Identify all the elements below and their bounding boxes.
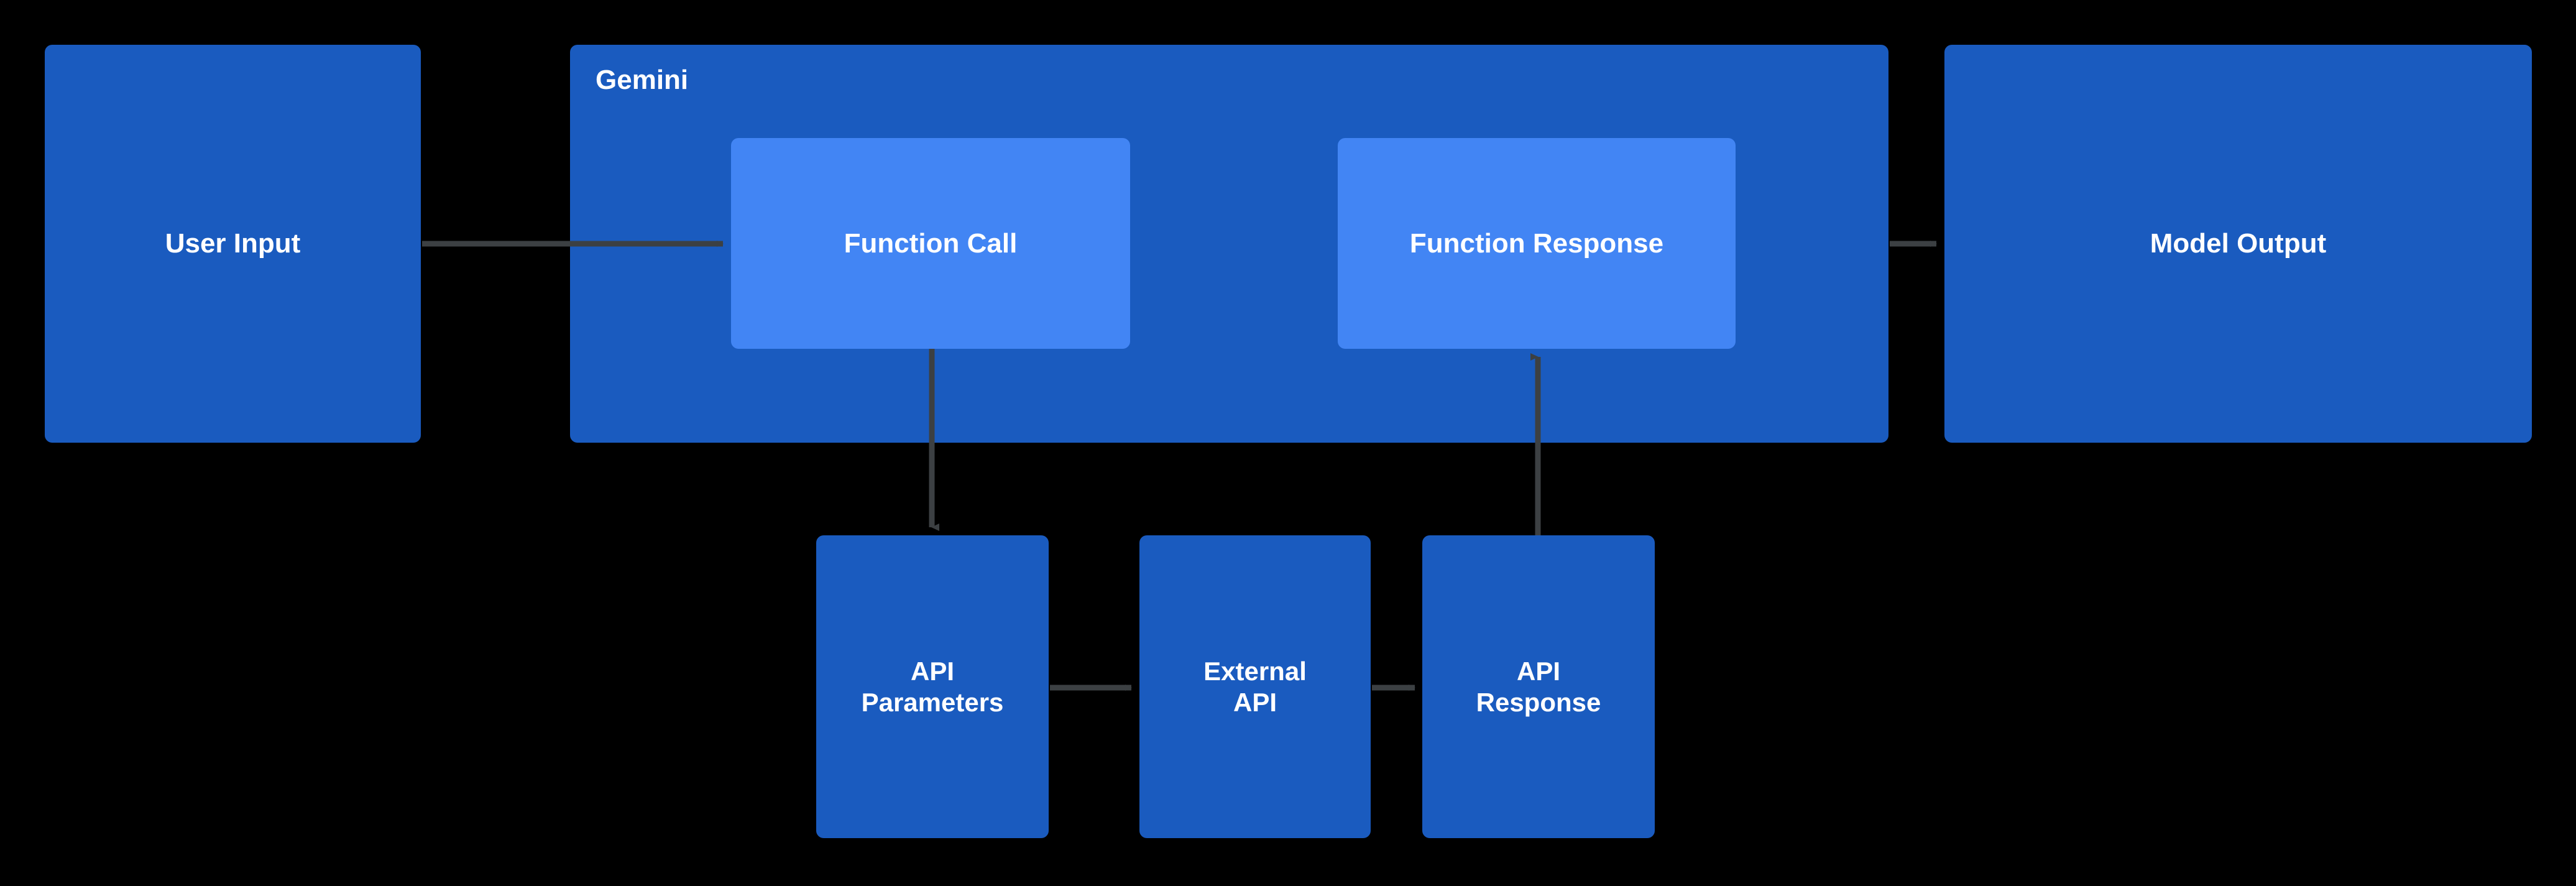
node-function-response[interactable]: Function Response: [1338, 138, 1736, 349]
node-external-api[interactable]: External API: [1139, 535, 1371, 838]
node-user-input[interactable]: User Input: [45, 45, 421, 443]
node-function-call[interactable]: Function Call: [731, 138, 1130, 349]
node-model-output[interactable]: Model Output: [1944, 45, 2532, 443]
node-api-response[interactable]: API Response: [1422, 535, 1655, 838]
gemini-group-label: Gemini: [596, 65, 689, 95]
node-api-parameters[interactable]: API Parameters: [816, 535, 1049, 838]
